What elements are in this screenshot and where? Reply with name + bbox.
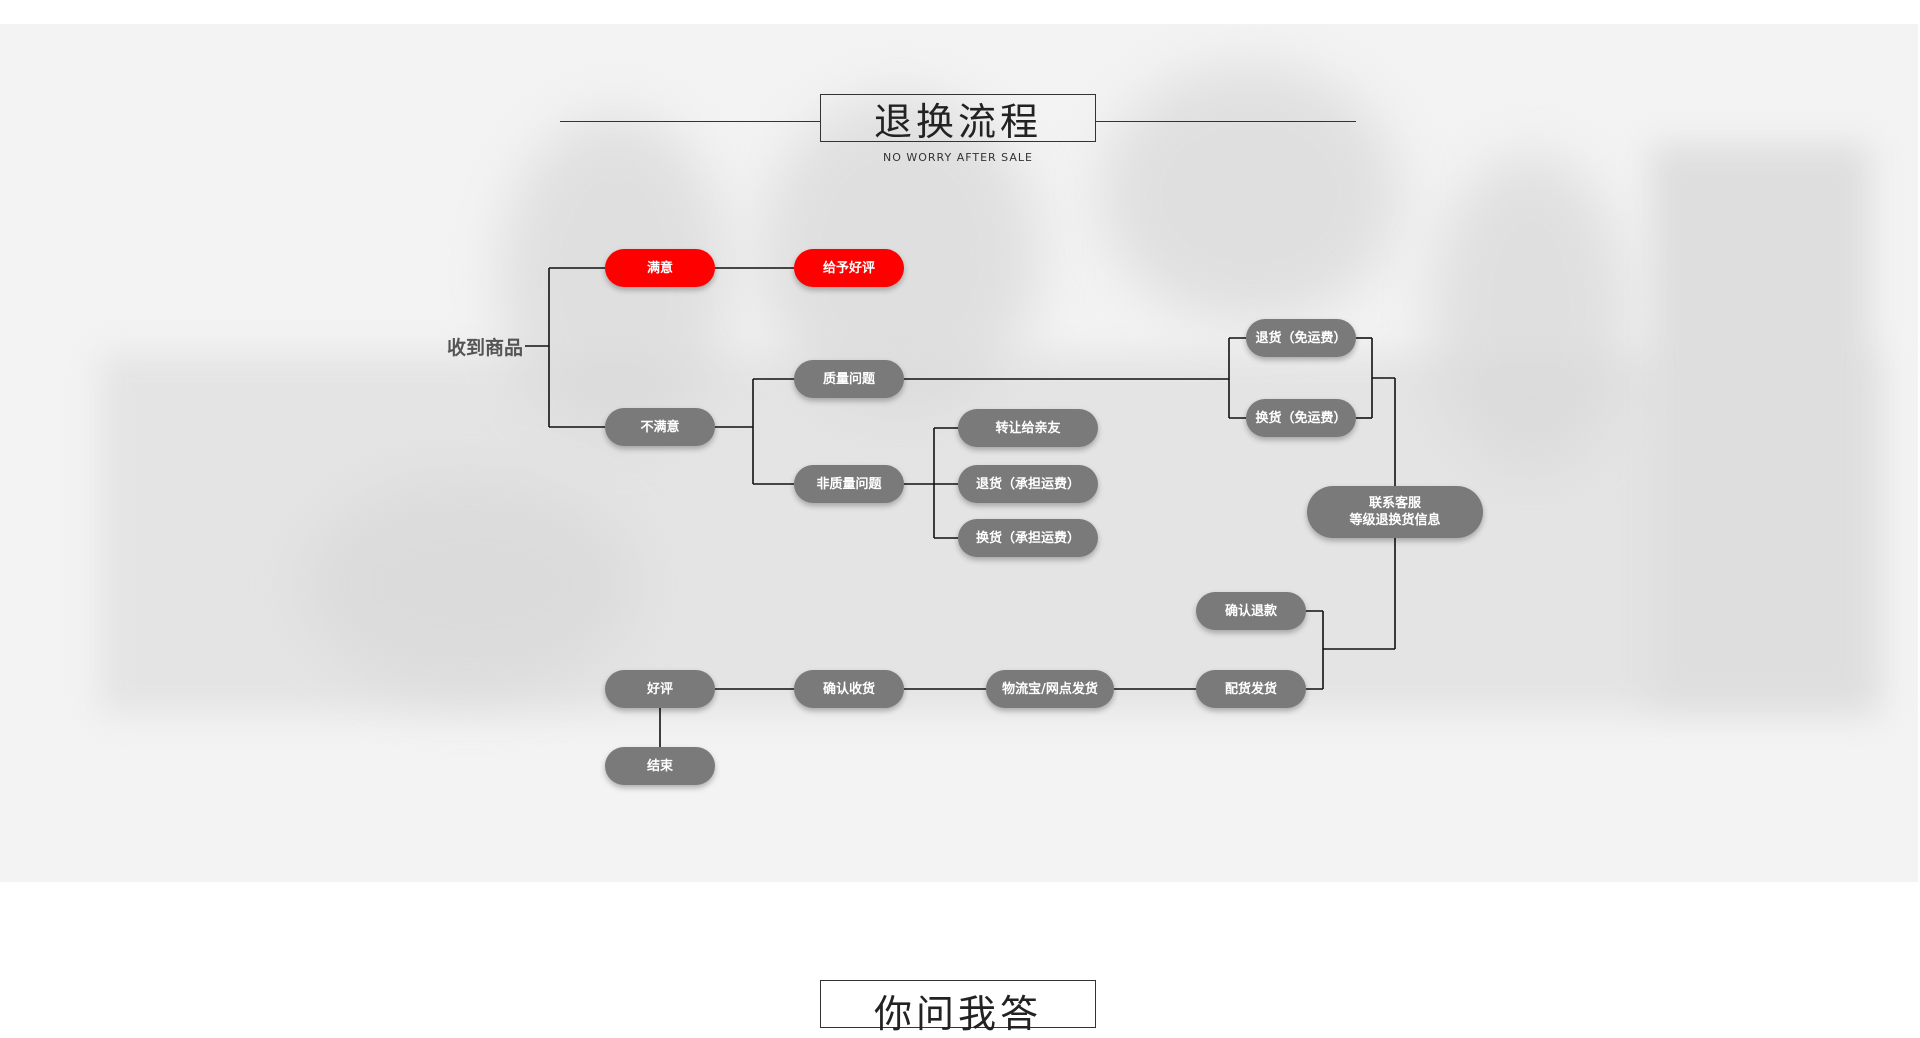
node-end: 结束 bbox=[605, 747, 715, 785]
contact-line-1: 联系客服 bbox=[1368, 496, 1421, 511]
node-unsatisfied: 不满意 bbox=[605, 408, 715, 446]
contact-line-2: 等级退换货信息 bbox=[1349, 513, 1441, 528]
process-panel: 退换流程 NO WORRY AFTER SALE 收到商品 满意 给予好评 不满… bbox=[0, 24, 1918, 882]
title-rule-right bbox=[1096, 121, 1356, 122]
section-title: 退换流程 bbox=[820, 94, 1096, 144]
flow-connectors bbox=[525, 267, 1396, 747]
node-satisfied: 满意 bbox=[605, 249, 715, 287]
title-rule-left bbox=[560, 121, 820, 122]
node-contact-service: 联系客服 等级退换货信息 bbox=[1307, 486, 1483, 538]
node-non-quality-issue: 非质量问题 bbox=[794, 465, 904, 503]
next-section-title: 你问我答 bbox=[820, 980, 1096, 1036]
node-confirm-receipt: 确认收货 bbox=[794, 670, 904, 708]
node-quality-issue: 质量问题 bbox=[794, 360, 904, 398]
bg-shape bbox=[1430, 154, 1630, 474]
node-transfer: 转让给亲友 bbox=[958, 409, 1098, 447]
node-logistics: 物流宝/网点发货 bbox=[986, 670, 1114, 708]
node-ship: 配货发货 bbox=[1196, 670, 1306, 708]
node-return-free: 退货（免运费） bbox=[1246, 319, 1356, 357]
node-good-review: 好评 bbox=[605, 670, 715, 708]
bg-shape bbox=[1100, 64, 1400, 324]
start-label: 收到商品 bbox=[446, 337, 523, 359]
bg-shape bbox=[300, 474, 640, 694]
bg-shape bbox=[1650, 144, 1870, 704]
section-subtitle: NO WORRY AFTER SALE bbox=[883, 151, 1033, 164]
node-give-review: 给予好评 bbox=[794, 249, 904, 287]
node-confirm-refund: 确认退款 bbox=[1196, 592, 1306, 630]
node-return-paid: 退货（承担运费） bbox=[958, 465, 1098, 503]
node-exchange-free: 换货（免运费） bbox=[1246, 399, 1356, 437]
node-exchange-paid: 换货（承担运费） bbox=[958, 519, 1098, 557]
